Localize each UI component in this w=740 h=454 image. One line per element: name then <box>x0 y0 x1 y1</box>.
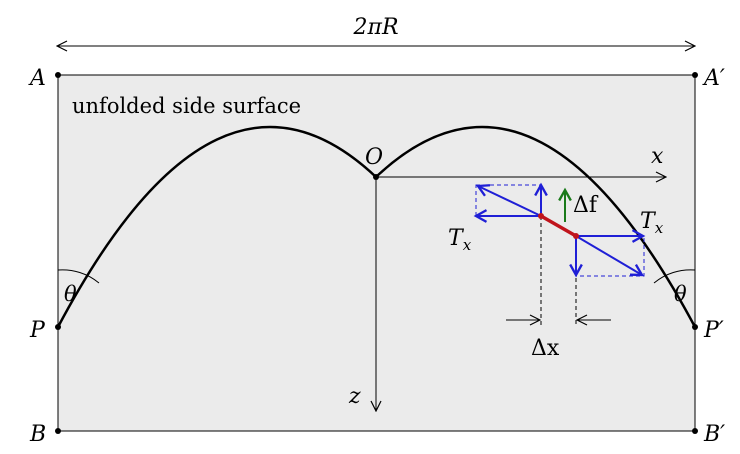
label-A-prime: A′ <box>702 66 725 91</box>
tension-vector-right <box>575 235 642 275</box>
label-P: P <box>29 318 46 343</box>
point-B-prime <box>692 428 698 434</box>
theta-arc-right <box>653 269 696 284</box>
theta-label-left: θ <box>64 282 77 306</box>
string-element <box>540 214 577 238</box>
origin-label: O <box>365 145 383 170</box>
delta-x-label: Δx <box>531 336 560 361</box>
theta-arc-left <box>57 269 100 284</box>
tension-label-left: Tx <box>448 226 472 254</box>
width-label: 2πR <box>352 15 398 40</box>
z-axis-label: z <box>348 384 361 409</box>
label-P-prime: P′ <box>703 318 724 343</box>
theta-label-right: θ <box>674 282 687 306</box>
tension-label-right: Tx <box>640 209 664 237</box>
segment-start-point <box>538 213 544 219</box>
point-B <box>55 428 61 434</box>
label-B: B <box>29 422 46 447</box>
surface-label: unfolded side surface <box>72 94 301 118</box>
segment-end-point <box>573 233 579 239</box>
label-B-prime: B′ <box>703 422 725 447</box>
point-A-prime <box>692 72 698 78</box>
point-A <box>55 72 61 78</box>
label-A: A <box>28 66 46 91</box>
x-axis-label: x <box>651 144 664 169</box>
origin-point <box>373 174 379 180</box>
tension-vector-left <box>478 186 542 217</box>
delta-f-label: Δf <box>573 193 599 218</box>
